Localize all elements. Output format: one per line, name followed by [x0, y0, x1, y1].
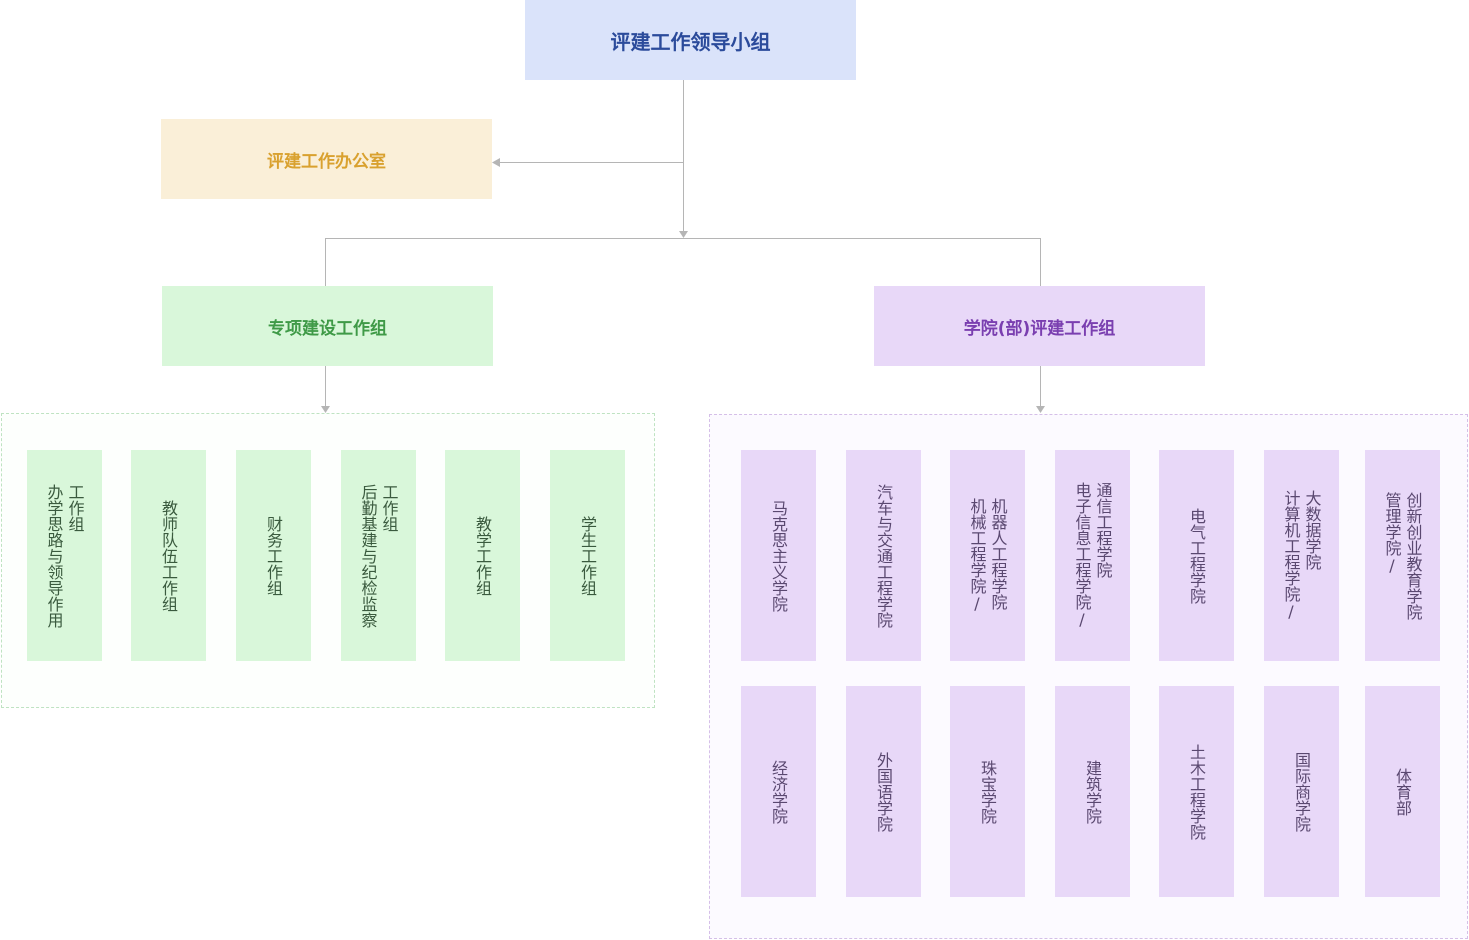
- college-item[interactable]: 计算机工程学院/ 大数据学院: [1264, 450, 1339, 661]
- special-item[interactable]: 财务工作组: [236, 450, 311, 661]
- college-item[interactable]: 土木工程学院: [1159, 686, 1234, 897]
- college-item[interactable]: 机械工程学院/ 机器人工程学院: [950, 450, 1025, 661]
- office-node[interactable]: 评建工作办公室: [161, 119, 492, 199]
- special-item[interactable]: 教师队伍工作组: [131, 450, 206, 661]
- arrow-down-icon: [679, 231, 688, 238]
- college-item[interactable]: 外国语学院: [846, 686, 921, 897]
- arrow-left-icon: [492, 158, 500, 167]
- college-item[interactable]: 珠宝学院: [950, 686, 1025, 897]
- special-item[interactable]: 教学工作组: [445, 450, 520, 661]
- arrow-down-icon: [321, 406, 330, 413]
- college-item[interactable]: 体育部: [1365, 686, 1440, 897]
- special-group-container: [1, 413, 655, 708]
- root-node[interactable]: 评建工作领导小组: [525, 0, 856, 80]
- college-item[interactable]: 管理学院/ 创新创业教育学院: [1365, 450, 1440, 661]
- college-item[interactable]: 电子信息工程学院/ 通信工程学院: [1055, 450, 1130, 661]
- college-item[interactable]: 马克思主义学院: [741, 450, 816, 661]
- special-item[interactable]: 学生工作组: [550, 450, 625, 661]
- college-item[interactable]: 汽车与交通工程学院: [846, 450, 921, 661]
- special-group-node[interactable]: 专项建设工作组: [162, 286, 493, 366]
- college-group-label: 学院(部)评建工作组: [963, 318, 1116, 339]
- special-item[interactable]: 办学思路与领导作用 工作组: [27, 450, 102, 661]
- connector-branch: [325, 238, 1041, 286]
- college-group-node[interactable]: 学院(部)评建工作组: [874, 286, 1205, 366]
- arrow-down-icon: [1036, 406, 1045, 413]
- college-item[interactable]: 国际商学院: [1264, 686, 1339, 897]
- college-item[interactable]: 经济学院: [741, 686, 816, 897]
- college-item[interactable]: 建筑学院: [1055, 686, 1130, 897]
- office-node-label: 评建工作办公室: [267, 151, 386, 172]
- root-node-label: 评建工作领导小组: [610, 29, 771, 54]
- special-group-label: 专项建设工作组: [268, 318, 387, 339]
- college-item[interactable]: 电气工程学院: [1159, 450, 1234, 661]
- special-item[interactable]: 后勤基建与纪检监察 工作组: [341, 450, 416, 661]
